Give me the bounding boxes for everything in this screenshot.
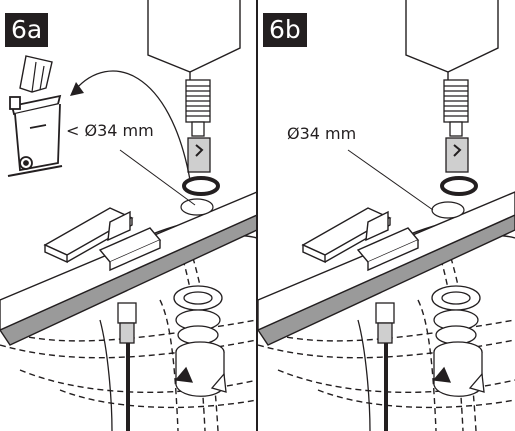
dimension-label-6a: < Ø34 mm xyxy=(64,121,156,140)
panel-divider xyxy=(256,0,258,431)
dimension-leader xyxy=(119,149,196,206)
panel-6a: 6a < Ø34 mm xyxy=(0,0,257,431)
valve-cartridge-icon xyxy=(443,79,469,173)
valve-cartridge-icon xyxy=(185,79,211,173)
panel-label-6a: 6a xyxy=(5,13,49,47)
panel-6b-illustration xyxy=(258,0,515,431)
panel-label-6b: 6b xyxy=(263,13,307,47)
recycle-bin-icon xyxy=(7,55,63,177)
lever-handle xyxy=(301,207,420,272)
curved-arrow-icon xyxy=(74,70,191,181)
lever-handle xyxy=(43,207,162,272)
dimension-label-6b: Ø34 mm xyxy=(285,124,359,143)
o-ring-icon xyxy=(182,176,220,196)
o-ring-icon xyxy=(440,176,478,196)
countertop-hole xyxy=(180,198,214,216)
drain-assembly-icon xyxy=(431,285,485,397)
panel-6a-illustration xyxy=(0,0,257,431)
supply-hose xyxy=(357,302,395,431)
supply-hose xyxy=(99,302,137,431)
dimension-leader xyxy=(347,149,434,211)
drain-assembly-icon xyxy=(173,285,227,397)
panel-6b: 6b Ø34 mm xyxy=(258,0,515,431)
countertop-hole xyxy=(431,201,465,219)
